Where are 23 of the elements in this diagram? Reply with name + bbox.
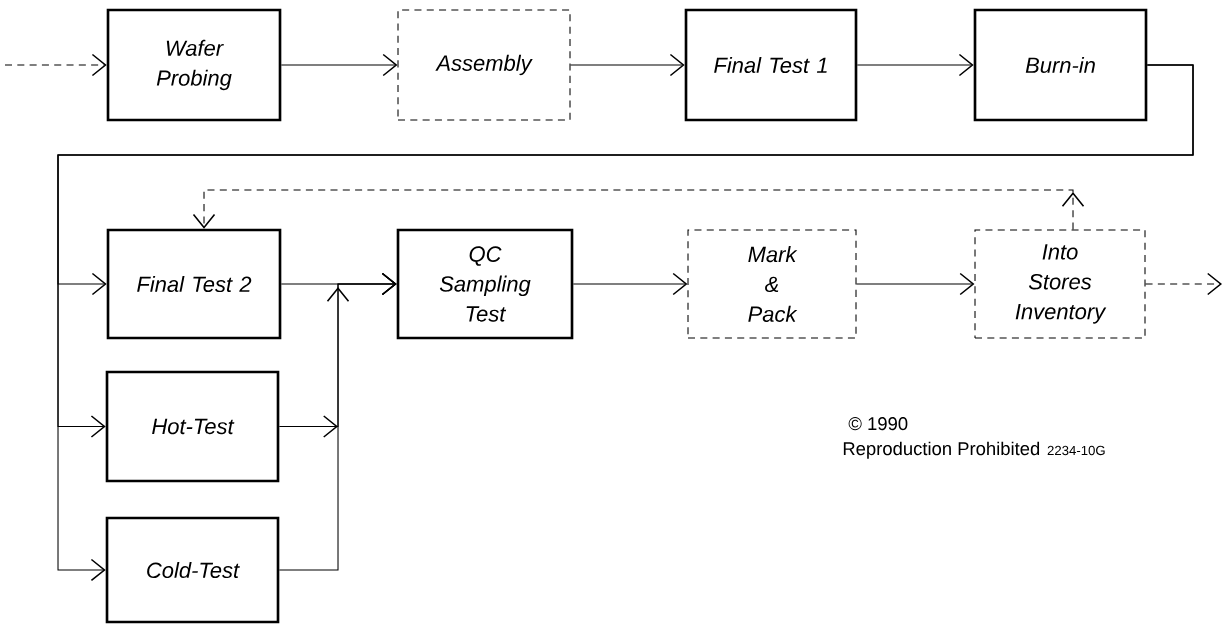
arrow [856,272,975,296]
arrow [570,53,685,77]
arrow [4,53,107,77]
figure-number: 2234-10G [1047,445,1105,456]
process-box: Final Test 1 [684,8,858,122]
arrow [57,64,1194,582]
process-box: Assembly [397,9,571,121]
process-box: Final Test 2 [106,228,282,340]
process-box: Mark & Pack [687,229,857,339]
process-box: QC Sampling Test [396,228,574,340]
arrow [572,272,688,296]
process-box: Hot-Test [105,370,280,483]
process-box: Wafer Probing [106,8,282,122]
arrow [1145,272,1222,296]
process-box: Cold-Test [105,516,280,624]
process-box: Burn-in [973,8,1148,122]
arrow [280,53,398,77]
arrow [856,53,974,77]
notice-text: Reproduction Prohibited [843,441,1040,459]
arrow [192,189,1085,230]
copyright-text: © 1990 [848,417,908,431]
process-box: Into Stores Inventory [974,229,1146,339]
arrow [278,272,397,571]
